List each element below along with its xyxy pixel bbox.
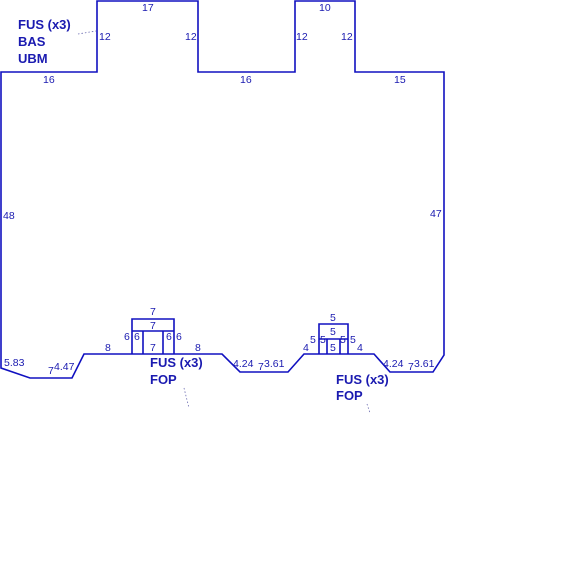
dim-shoulder-right: 15 [394,74,406,86]
dim-tab1-top: 17 [142,2,154,14]
leader-line-top-left [77,30,97,35]
dim-right-a: 4.24 [383,358,404,370]
dim-pad1-inner-right: 6 [166,331,172,343]
dim-tab2-right: 12 [341,31,353,43]
dim-side-left: 48 [3,210,15,222]
note-top-left-line-3: UBM [18,51,48,66]
dim-shoulder-mid: 16 [240,74,252,86]
dim-shoulder-left: 16 [43,74,55,86]
note-bottom-right-line-2: FOP [336,388,363,403]
dim-pad2-left-seg: 4 [303,342,309,354]
dim-pad2-inner-top: 5 [330,326,336,338]
dim-pad1-left-seg: 8 [105,342,111,354]
dim-pad1-outer-left: 6 [124,331,130,343]
dim-pad2-inner-right: 5 [340,334,346,346]
dim-pad1-bottom: 7 [150,342,156,354]
leader-line-bottom-mid [183,387,190,409]
dim-right-b: 7 [408,361,414,373]
dim-pad2-outer-left: 5 [310,334,316,346]
leader-line-bottom-right [366,403,371,414]
dim-side-right: 47 [430,208,442,220]
note-top-left-line-2: BAS [18,34,46,49]
dim-chamfer-left: 5.83 [4,357,25,369]
dim-pad2-outer-right: 5 [350,334,356,346]
pad-box-right [318,323,349,354]
dim-tab2-left: 12 [296,31,308,43]
dim-mid-b: 7 [258,361,264,373]
dim-tab2-top: 10 [319,2,331,14]
dim-pad2-inner-left: 5 [320,334,326,346]
dim-pad1-top: 7 [150,306,156,318]
note-bottom-right-line-1: FUS (x3) [336,372,389,387]
dim-mid-c: 3.61 [264,358,285,370]
dim-pad2-top: 5 [330,312,336,324]
dim-pad1-inner-left: 6 [134,331,140,343]
dim-bottom-left-a: 7 [48,365,54,377]
note-bottom-mid-line-2: FOP [150,372,177,387]
dim-pad2-right-seg: 4 [357,342,363,354]
dim-pad1-inner-top: 7 [150,320,156,332]
pad-box-left [131,318,175,354]
dim-tab1-left: 12 [99,31,111,43]
dim-pad1-right-seg: 8 [195,342,201,354]
dim-tab1-right: 12 [185,31,197,43]
dim-pad1-outer-right: 6 [176,331,182,343]
dim-right-c: 3.61 [414,358,435,370]
dim-pad2-bottom: 5 [330,342,336,354]
note-top-left-line-1: FUS (x3) [18,17,71,32]
note-bottom-mid-line-1: FUS (x3) [150,355,203,370]
dim-mid-a: 4.24 [233,358,254,370]
part-outline [0,0,445,379]
dim-bottom-left-b: 4.47 [54,361,75,373]
